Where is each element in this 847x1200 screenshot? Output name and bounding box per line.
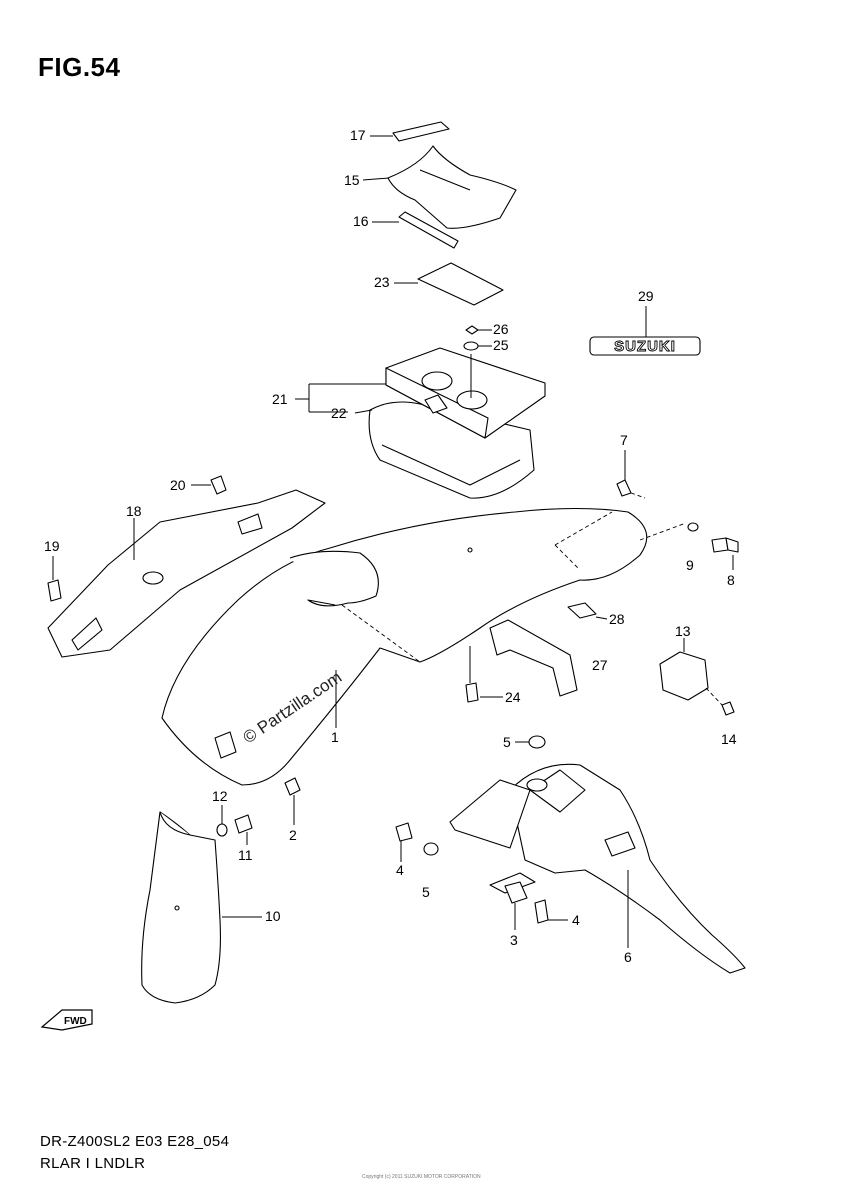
part-13-reflector-lamp[interactable] — [659, 638, 709, 701]
part-8-bolt[interactable] — [711, 537, 739, 570]
callout-22: 22 — [331, 405, 347, 421]
callout-6: 6 — [624, 949, 632, 965]
callout-20: 20 — [170, 477, 186, 493]
callout-9: 9 — [686, 557, 694, 573]
copyright-note: Copyright (c) 2011 SUZUKI MOTOR CORPORAT… — [362, 1174, 481, 1180]
part-6-inner-fender[interactable] — [449, 763, 746, 974]
callout-19: 19 — [44, 538, 60, 554]
callout-17: 17 — [350, 127, 366, 143]
part-1-rear-fender[interactable] — [161, 507, 648, 786]
part-5-nut-lower[interactable] — [423, 842, 439, 856]
part-7-grommet[interactable] — [616, 450, 646, 499]
part-17-strap[interactable] — [370, 121, 450, 142]
callout-15: 15 — [344, 172, 360, 188]
callout-4-left: 4 — [396, 862, 404, 878]
part-4-bolt-left[interactable] — [395, 822, 413, 862]
part-16-tool[interactable] — [372, 211, 459, 249]
callout-14: 14 — [721, 731, 737, 747]
part-26-nut[interactable] — [465, 325, 492, 335]
callout-11: 11 — [238, 847, 253, 863]
callout-26: 26 — [493, 321, 509, 337]
part-11-bolt[interactable] — [234, 814, 253, 845]
part-2-nut[interactable] — [284, 777, 301, 825]
part-3-clip[interactable] — [504, 881, 528, 930]
callout-10: 10 — [265, 908, 281, 924]
callout-5-upper: 5 — [503, 734, 511, 750]
part-19-bolt[interactable] — [47, 556, 62, 602]
callout-13: 13 — [675, 623, 691, 639]
part-28-clip[interactable] — [567, 602, 608, 620]
callout-21-bracket — [295, 383, 386, 413]
fwd-label: FWD — [64, 1016, 87, 1027]
fwd-arrow-icon: FWD — [40, 1009, 93, 1031]
callout-18: 18 — [126, 503, 142, 519]
callout-28: 28 — [609, 611, 625, 627]
part-20-bolt[interactable] — [191, 475, 227, 495]
callout-1: 1 — [331, 729, 339, 745]
part-29-emblem[interactable]: SUZUKI — [589, 306, 701, 356]
part-23-pad[interactable] — [394, 262, 504, 306]
callout-29: 29 — [638, 288, 654, 304]
callout-2: 2 — [289, 827, 297, 843]
callout-16: 16 — [353, 213, 369, 229]
part-10-mud-flap[interactable] — [141, 811, 262, 1004]
part-9-washer[interactable] — [639, 522, 699, 541]
part-18-side-cover[interactable] — [47, 489, 326, 658]
part-27-handle[interactable] — [489, 619, 578, 697]
section-name: RLAR I LNDLR — [40, 1155, 146, 1172]
part-21-tool-box[interactable] — [385, 347, 546, 439]
callout-4-right: 4 — [572, 912, 580, 928]
part-5-nut-upper[interactable] — [515, 735, 546, 749]
callout-3: 3 — [510, 932, 518, 948]
part-12-washer[interactable] — [216, 805, 228, 837]
part-4-bolt-right[interactable] — [534, 899, 568, 924]
callout-23: 23 — [374, 274, 390, 290]
callout-27: 27 — [592, 657, 608, 673]
callout-24: 24 — [505, 689, 521, 705]
callout-25: 25 — [493, 337, 509, 353]
callout-12: 12 — [212, 788, 228, 804]
callout-5-lower: 5 — [422, 884, 430, 900]
emblem-text: SUZUKI — [614, 338, 676, 355]
part-15-tool-bag[interactable] — [362, 145, 517, 229]
model-code: DR-Z400SL2 E03 E28_054 — [40, 1133, 230, 1150]
callout-7: 7 — [620, 432, 628, 448]
callout-22-leader — [354, 409, 373, 414]
part-14-screw[interactable] — [705, 687, 735, 716]
part-24-bolt[interactable] — [465, 646, 503, 703]
part-25-washer[interactable] — [463, 341, 492, 351]
figure-title: FIG.54 — [38, 52, 121, 82]
callout-21: 21 — [272, 391, 288, 407]
callout-8: 8 — [727, 572, 735, 588]
